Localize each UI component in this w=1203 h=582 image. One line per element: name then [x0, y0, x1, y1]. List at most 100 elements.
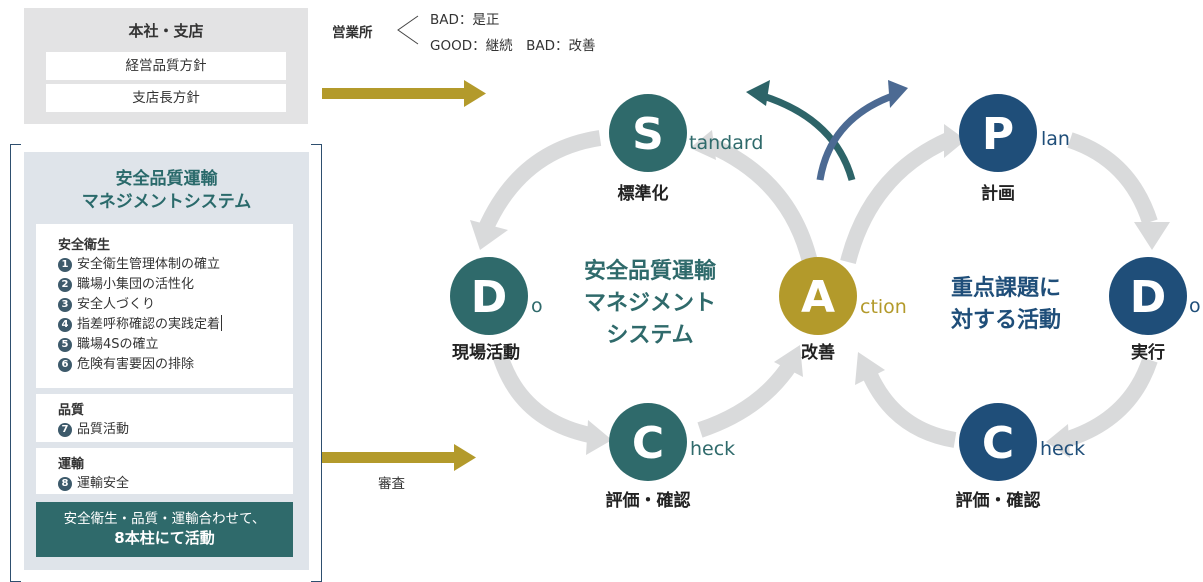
sales-office-label: 営業所	[332, 25, 373, 41]
node-d-left-circle	[450, 257, 528, 335]
node-p-caption: 計画	[981, 183, 1015, 204]
node-c-left-caption: 評価・確認	[606, 490, 691, 511]
right-cycle-center-line1: 重点課題に	[951, 275, 1061, 301]
arrow-c2-to-a-head	[855, 352, 885, 385]
node-c-left-suffix: heck	[690, 438, 735, 460]
quality-card-title: 品質	[58, 403, 85, 418]
summary-banner: 安全衛生・品質・運輸合わせて、 8本柱にて活動	[36, 502, 293, 557]
arrow-p-to-d-head	[1134, 222, 1170, 250]
quality-card: 品質 7 品質活動	[36, 394, 293, 442]
system-bracket-left	[10, 144, 21, 582]
node-c-left-circle	[609, 403, 687, 481]
list-item-text: 品質活動	[77, 422, 130, 437]
node-s-caption: 標準化	[618, 183, 669, 204]
arrow-c-to-a-head	[774, 345, 803, 377]
arrow-c-to-a	[697, 360, 797, 438]
list-item: 5 職場4Sの確立	[58, 335, 293, 355]
node-d-right-circle	[1109, 257, 1187, 335]
hq-box: 本社・支店 経営品質方針 支店長方針	[24, 8, 308, 124]
hq-item-branch-policy: 支店長方針	[46, 84, 286, 112]
node-d-left-suffix: o	[531, 295, 543, 317]
right-cycle-arrows	[840, 124, 1170, 458]
list-item: 1 安全衛生管理体制の確立	[58, 255, 293, 275]
node-c-right-suffix: heck	[1040, 438, 1085, 460]
teal-cross-arrow-head	[746, 80, 770, 106]
left-cycle-arrows	[470, 130, 818, 455]
node-d-left-caption: 現場活動	[452, 342, 520, 363]
hq-item-management-policy: 経営品質方針	[46, 52, 286, 80]
system-panel: 安全品質運輸 マネジメントシステム 安全衛生 1 安全衛生管理体制の確立 2 職場小…	[24, 152, 309, 570]
node-c-left-letter: C	[632, 418, 664, 469]
arrow-a-to-p	[840, 132, 952, 264]
sales-office-line2: GOOD：継続 BAD：改善	[430, 38, 596, 54]
system-title-line1: 安全品質運輸	[115, 169, 218, 189]
node-d-right-caption: 実行	[1131, 342, 1165, 363]
number-badge: 5	[58, 338, 72, 352]
arrow-p-to-d	[1067, 132, 1158, 225]
list-item-text: 安全人づくり	[77, 297, 156, 312]
node-d-right-suffix: o	[1189, 295, 1201, 317]
hq-title: 本社・支店	[128, 22, 204, 40]
node-p-suffix: lan	[1041, 128, 1070, 150]
arrow-c2-to-a	[862, 371, 957, 448]
list-item: 3 安全人づくり	[58, 295, 293, 315]
node-a-letter: A	[801, 272, 835, 323]
list-item: 6 危険有害要因の排除	[58, 355, 293, 375]
node-s-circle	[609, 94, 687, 172]
left-cycle-center-line3: システム	[606, 323, 693, 348]
arrow-d-to-c2	[1062, 357, 1158, 448]
arrow-a-to-s	[706, 137, 818, 264]
number-badge: 1	[58, 258, 72, 272]
arrow-s-to-d	[477, 130, 602, 234]
number-badge: 7	[58, 423, 72, 437]
list-item-text: 安全衛生管理体制の確立	[77, 257, 221, 272]
transport-card-title: 運輸	[58, 457, 85, 472]
node-s-letter: S	[632, 109, 664, 160]
teal-cross-arrow	[758, 91, 856, 181]
safety-card-title: 安全衛生	[58, 238, 111, 253]
sales-office-bracket	[397, 15, 419, 45]
summary-line1: 安全衛生・品質・運輸合わせて、	[63, 511, 266, 527]
arrow-a-to-s-head	[690, 130, 716, 160]
list-item-text: 職場小集団の活性化	[77, 277, 195, 292]
left-cycle-center-line2: マネジメント	[584, 291, 716, 316]
node-d-left-letter: D	[471, 272, 508, 323]
number-badge: 6	[58, 358, 72, 372]
node-a-circle	[779, 257, 857, 335]
list-item-text: 危険有害要因の排除	[77, 357, 195, 372]
list-item-text: 職場4Sの確立	[77, 337, 159, 352]
node-p-letter: P	[982, 109, 1014, 160]
node-c-right-letter: C	[982, 418, 1014, 469]
sales-office-line1: BAD：是正	[430, 12, 500, 28]
arrow-s-to-d-head	[470, 220, 508, 250]
blue-cross-arrow-head	[888, 80, 908, 108]
right-cycle-center-line2: 対する活動	[951, 308, 1061, 333]
list-item: 7 品質活動	[58, 420, 293, 440]
node-a-caption: 改善	[801, 342, 835, 363]
node-a-suffix: ction	[860, 296, 907, 318]
number-badge: 4	[58, 318, 72, 332]
system-bracket-right	[311, 144, 322, 582]
arrow-a-to-p-head	[944, 124, 966, 158]
number-badge: 8	[58, 477, 72, 491]
system-title: 安全品質運輸 マネジメントシステム	[24, 168, 309, 214]
arrow-d-to-c-head	[586, 420, 612, 455]
node-p-circle	[959, 94, 1037, 172]
number-badge: 3	[58, 298, 72, 312]
node-c-right-circle	[959, 403, 1037, 481]
crossing-arrows	[746, 80, 908, 181]
text-caret	[221, 315, 223, 331]
audit-label: 審査	[378, 476, 405, 492]
arrow-d-to-c	[492, 352, 592, 443]
hq-arrow	[322, 80, 486, 107]
audit-arrow	[322, 444, 476, 471]
number-badge: 2	[58, 278, 72, 292]
arrow-d-to-c2-head	[1046, 424, 1070, 458]
list-item: 2 職場小集団の活性化	[58, 275, 293, 295]
system-title-line2: マネジメントシステム	[81, 192, 252, 212]
